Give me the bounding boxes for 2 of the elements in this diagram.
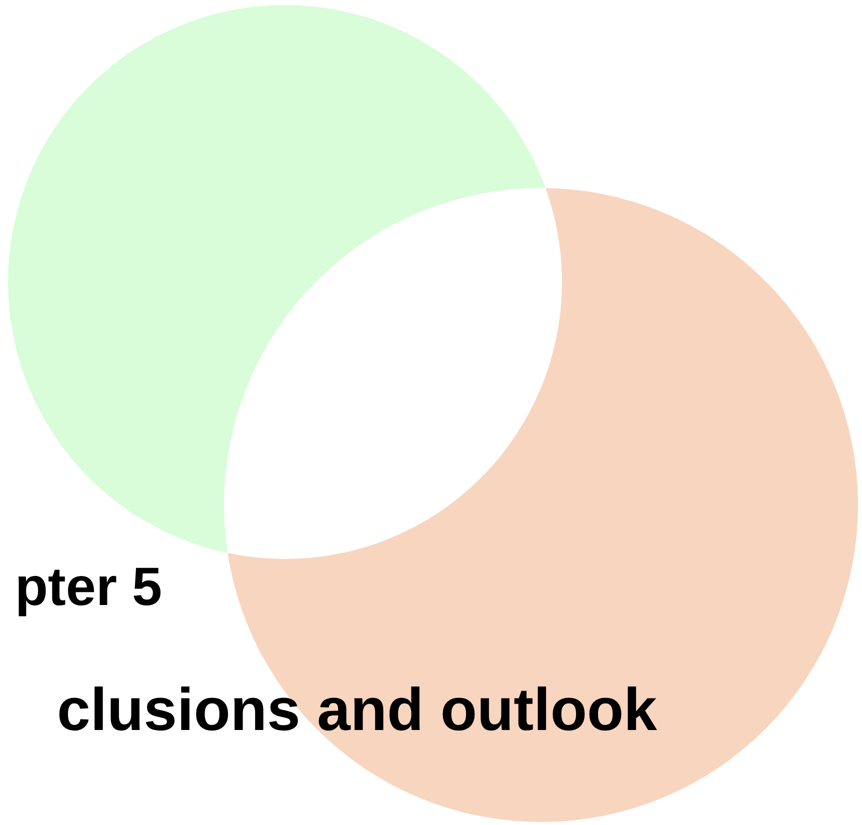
chapter-number: pter 5 xyxy=(14,560,162,614)
chapter-title: clusions and outlook xyxy=(56,680,657,740)
